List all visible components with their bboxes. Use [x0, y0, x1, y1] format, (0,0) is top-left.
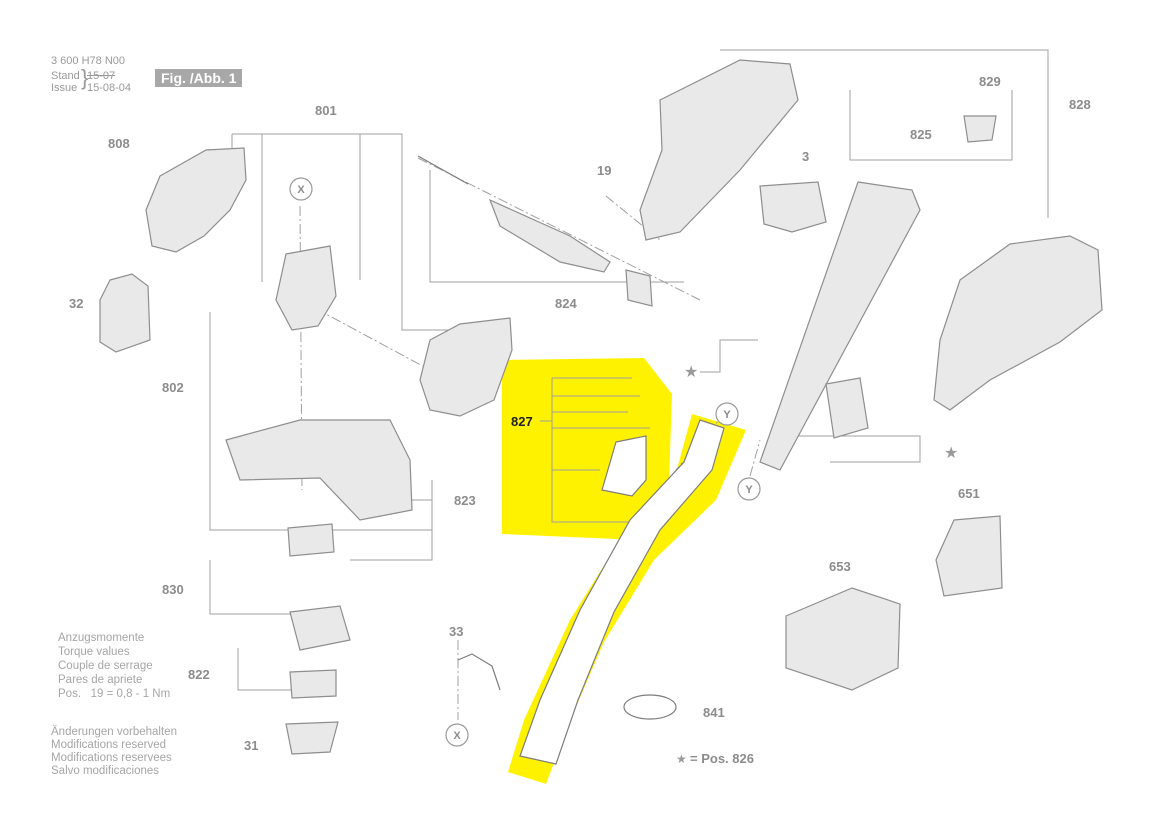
legend-star-note: = Pos. 826 — [690, 751, 754, 766]
torque-note-line-4: Pares de apriete — [58, 674, 143, 686]
star-marker-826-lower: ★ — [944, 445, 958, 462]
label-828: 828 — [1069, 97, 1091, 112]
fan-wheel — [287, 523, 335, 557]
tube-841 — [519, 419, 725, 765]
label-653: 653 — [829, 559, 851, 574]
bracket-823 — [350, 499, 433, 561]
motor-housing-half — [145, 147, 247, 253]
modification-note-4: Salvo modificaciones — [51, 765, 160, 777]
switch-829 — [963, 115, 997, 143]
modification-note-2: Modifications reserved — [51, 739, 167, 751]
marker-circle-x-bottom — [445, 723, 469, 747]
bracket-824 — [429, 170, 684, 283]
label-651: 651 — [958, 486, 980, 501]
label-32: 32 — [69, 296, 83, 311]
bracket-825-828 — [720, 49, 1049, 218]
label-827: 827 — [511, 414, 533, 429]
spool-housing — [289, 605, 351, 651]
marker-label-x-top: X — [297, 184, 305, 196]
marker-circle-x-top — [289, 177, 313, 201]
label-19: 19 — [597, 163, 611, 178]
guard-cover-32 — [99, 273, 151, 353]
motor-assembly — [275, 245, 337, 331]
label-825: 825 — [910, 127, 932, 142]
torque-pos-line: Pos. 19 = 0,8 - 1 Nm — [58, 688, 171, 700]
star-marker-legend: ★ — [676, 752, 687, 766]
label-824: 824 — [555, 296, 577, 311]
star-marker-826-upper: ★ — [684, 364, 698, 381]
torque-note-line-2: Torque values — [58, 646, 130, 658]
label-31: 31 — [244, 738, 258, 753]
guide-rail-825 — [759, 181, 921, 471]
spool-31 — [285, 721, 339, 755]
marker-circle-y-right — [737, 477, 761, 501]
end-cap — [625, 269, 653, 307]
bracket-827 — [551, 378, 660, 523]
bracket-822 — [237, 648, 300, 691]
handle-824 — [488, 198, 611, 273]
modification-note-1: Änderungen vorbehalten — [51, 726, 177, 738]
marker-label-y-top: Y — [723, 409, 731, 421]
rod-824 — [417, 155, 469, 185]
grip-827 — [601, 435, 647, 497]
bracket-825 — [849, 90, 1013, 161]
charger-653 — [785, 587, 901, 691]
grip-sleeve — [825, 377, 869, 439]
stand-date: 15-07 — [87, 70, 116, 82]
figure-label: Fig. /Abb. 1 — [155, 69, 243, 87]
cable-33 — [457, 653, 501, 691]
label-802: 802 — [162, 380, 184, 395]
brace-symbol: } — [81, 65, 89, 90]
label-841: 841 — [703, 705, 725, 720]
label-822: 822 — [188, 667, 210, 682]
bracket-star-826 — [700, 339, 758, 373]
bracket-801 — [232, 133, 480, 331]
marker-circle-y-top — [715, 402, 739, 426]
marker-label-y-right: Y — [745, 484, 753, 496]
doc-number: 3 600 H78 N00 — [51, 55, 125, 67]
bracket-830 — [209, 560, 290, 615]
motor-cover — [419, 317, 513, 417]
guard-802 — [225, 419, 413, 521]
torque-note-line-1: Anzugsmomente — [58, 632, 145, 644]
label-33: 33 — [449, 624, 463, 639]
label-829: 829 — [979, 74, 1001, 89]
modification-note-3: Modifications reservees — [51, 752, 172, 764]
stand-label: Stand — [51, 70, 80, 82]
switch-part — [759, 181, 827, 233]
torque-note-line-3: Couple de serrage — [58, 660, 153, 672]
label-3: 3 — [802, 149, 809, 164]
battery-651 — [935, 515, 1003, 597]
label-808: 808 — [108, 136, 130, 151]
issue-date: 15-08-04 — [87, 82, 132, 94]
label-823: 823 — [454, 493, 476, 508]
bracket-star-826b — [780, 435, 921, 463]
label-801: 801 — [315, 103, 337, 118]
ring-841 — [623, 694, 677, 720]
rear-handle — [933, 235, 1103, 411]
spool-822 — [289, 669, 337, 699]
issue-label: Issue — [51, 82, 78, 94]
label-830: 830 — [162, 582, 184, 597]
marker-label-x-bottom: X — [453, 730, 461, 742]
upper-handle-828 — [639, 59, 799, 241]
